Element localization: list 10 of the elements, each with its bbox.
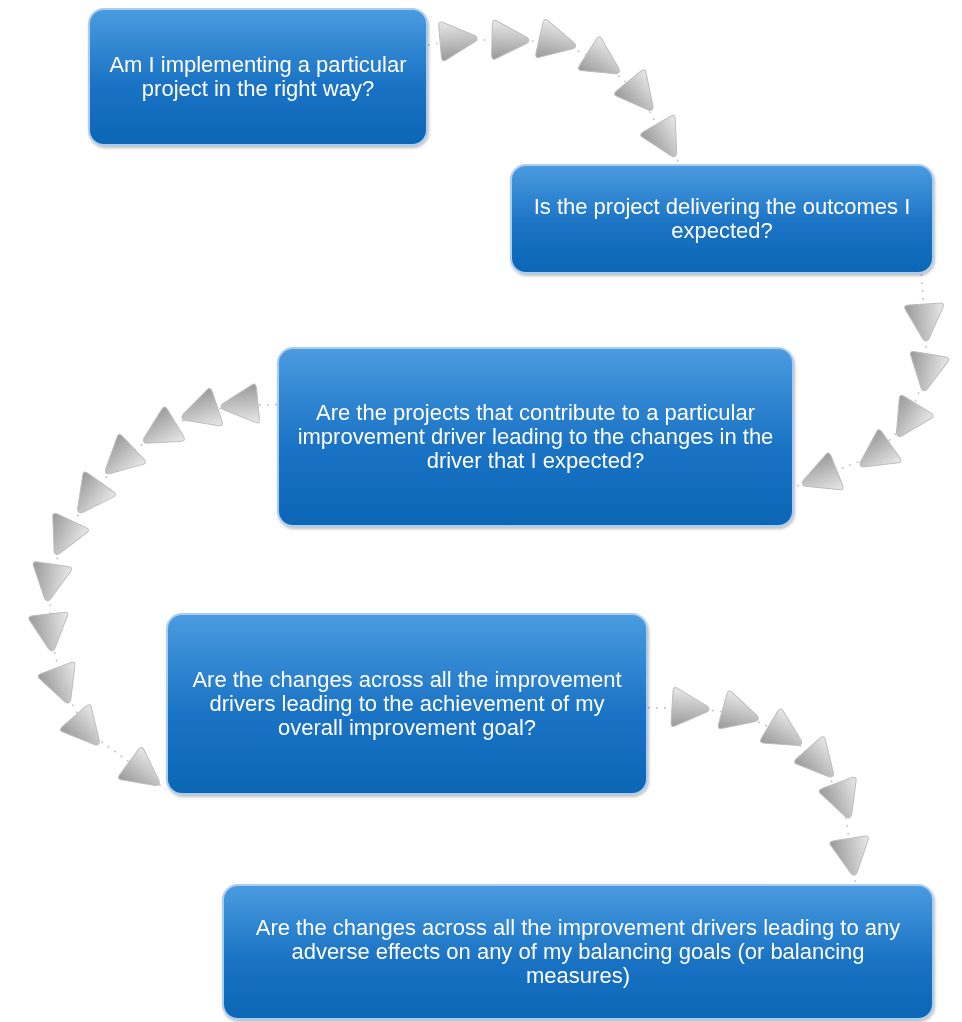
question-text: Am I implementing a particular project in the right way?: [108, 52, 408, 102]
question-text: Are the changes across all the improvement drivers leading to the achievement of my overall improvement goal?: [191, 667, 623, 741]
question-box: [277, 347, 794, 527]
question-box: [166, 613, 648, 795]
question-box: [88, 8, 428, 146]
question-box: [510, 164, 934, 274]
question-text: Are the changes across all the improvement drivers leading to any adverse effects on any of my balancing goals (or balancing measures): [254, 915, 902, 989]
question-text: Are the projects that contribute to a particular improvement driver leading to the changes in the driver that I expected?: [297, 400, 774, 474]
question-box: [222, 884, 934, 1020]
question-text: Is the project delivering the outcomes I expected?: [532, 194, 912, 244]
